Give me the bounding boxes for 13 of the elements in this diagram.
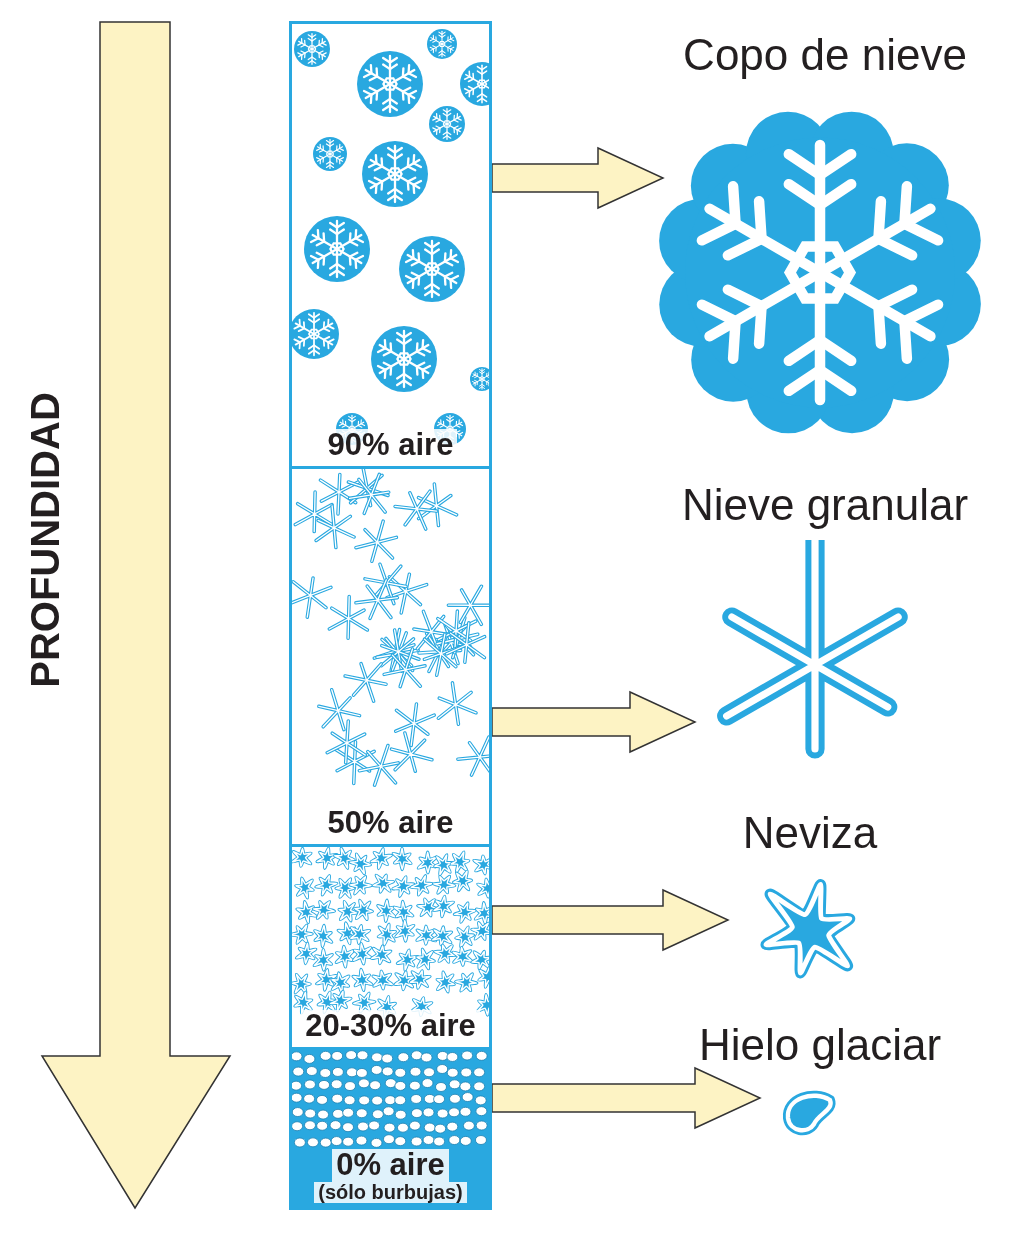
snow-layer-band <box>289 844 492 1050</box>
stage-title: Hielo glaciar <box>697 1020 943 1070</box>
note: (sólo burbujas) <box>314 1182 467 1203</box>
block-arrow <box>491 1066 762 1130</box>
snow-layer-band <box>289 466 492 847</box>
block-arrow <box>491 690 697 754</box>
stage-title: Neviza <box>741 808 879 858</box>
stage-title: Copo de nieve <box>682 30 968 80</box>
block-arrow <box>491 146 665 210</box>
stage-title: Nieve granular <box>680 480 970 530</box>
air-percentage-label: 0% aire <box>332 1149 449 1182</box>
block-arrow <box>491 888 730 952</box>
axis-label: PROFUNDIDAD <box>22 392 68 688</box>
